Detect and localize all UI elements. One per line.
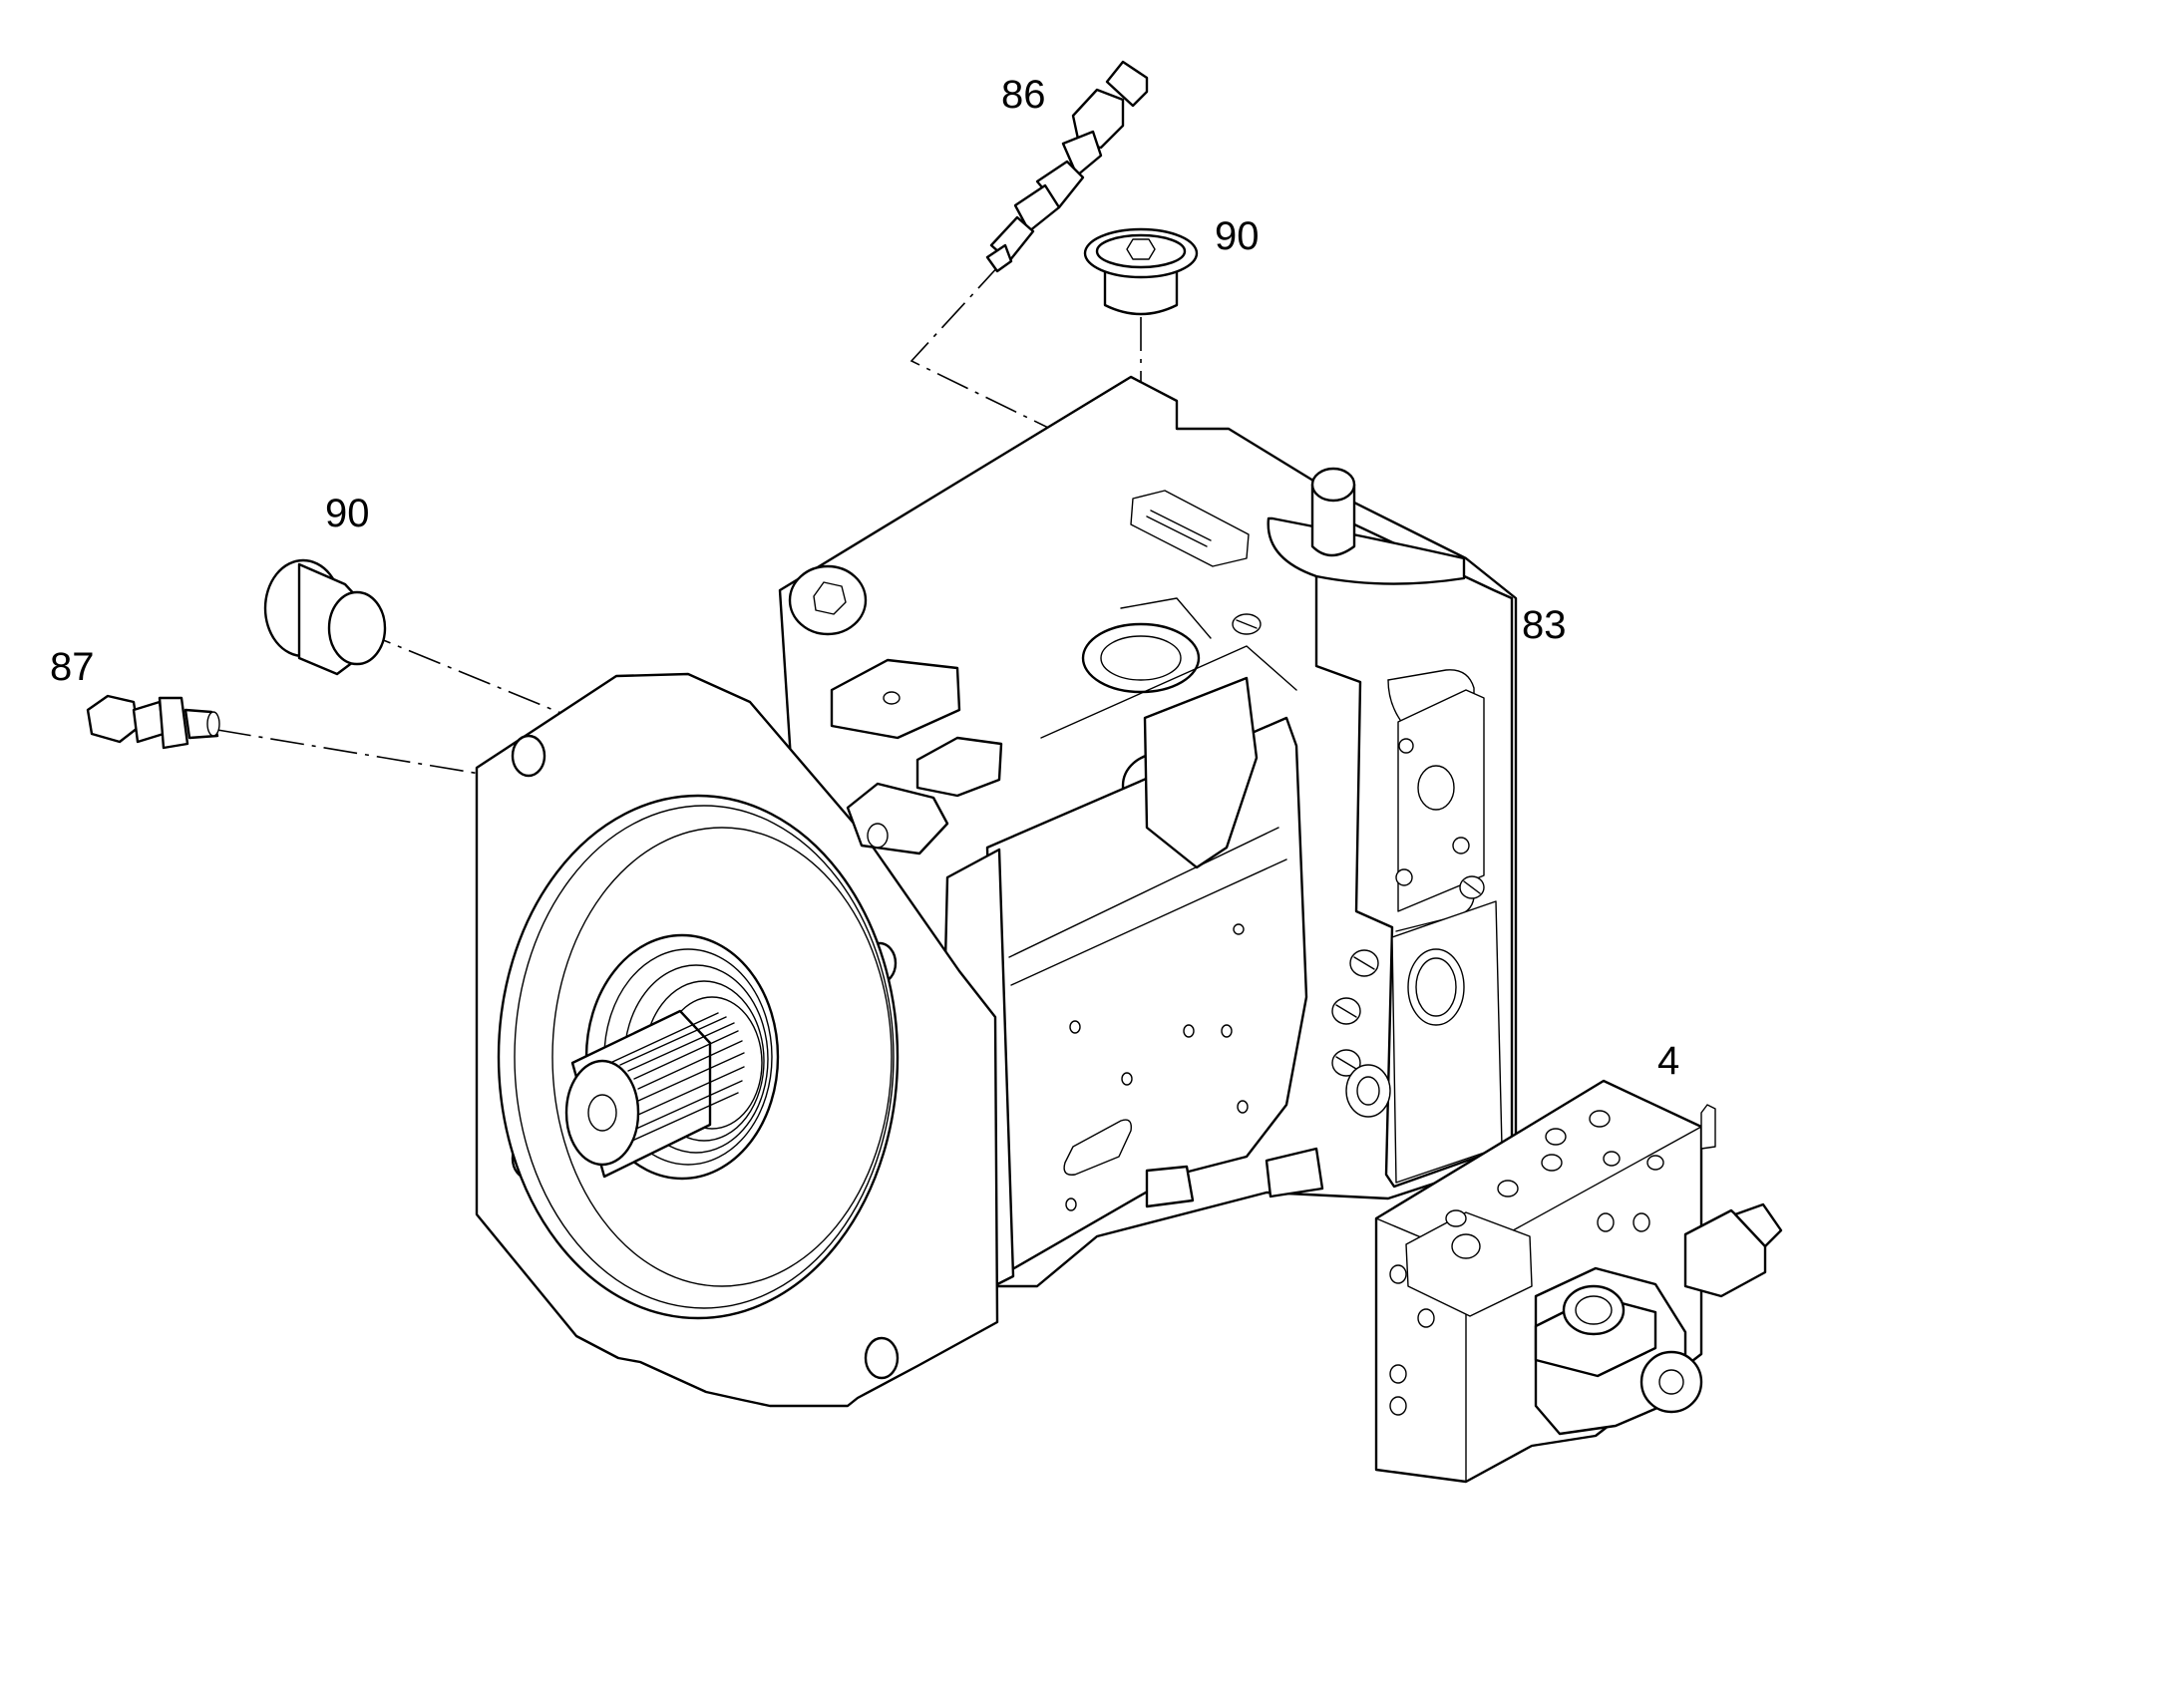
part-4-control-valve — [1374, 1079, 1783, 1484]
part-90-left-plug — [263, 558, 387, 676]
part-87-fitting — [86, 694, 220, 750]
part-86-fitting — [985, 60, 1149, 273]
part-90-top-plug — [1083, 227, 1199, 316]
callout-83: 83 — [1522, 603, 1567, 647]
callout-90-top: 90 — [1215, 214, 1260, 258]
callout-90-left: 90 — [325, 492, 370, 535]
callout-4: 4 — [1657, 1039, 1679, 1083]
callout-86: 86 — [1001, 73, 1046, 117]
callout-87: 87 — [50, 645, 95, 689]
front-flange — [475, 672, 999, 1408]
